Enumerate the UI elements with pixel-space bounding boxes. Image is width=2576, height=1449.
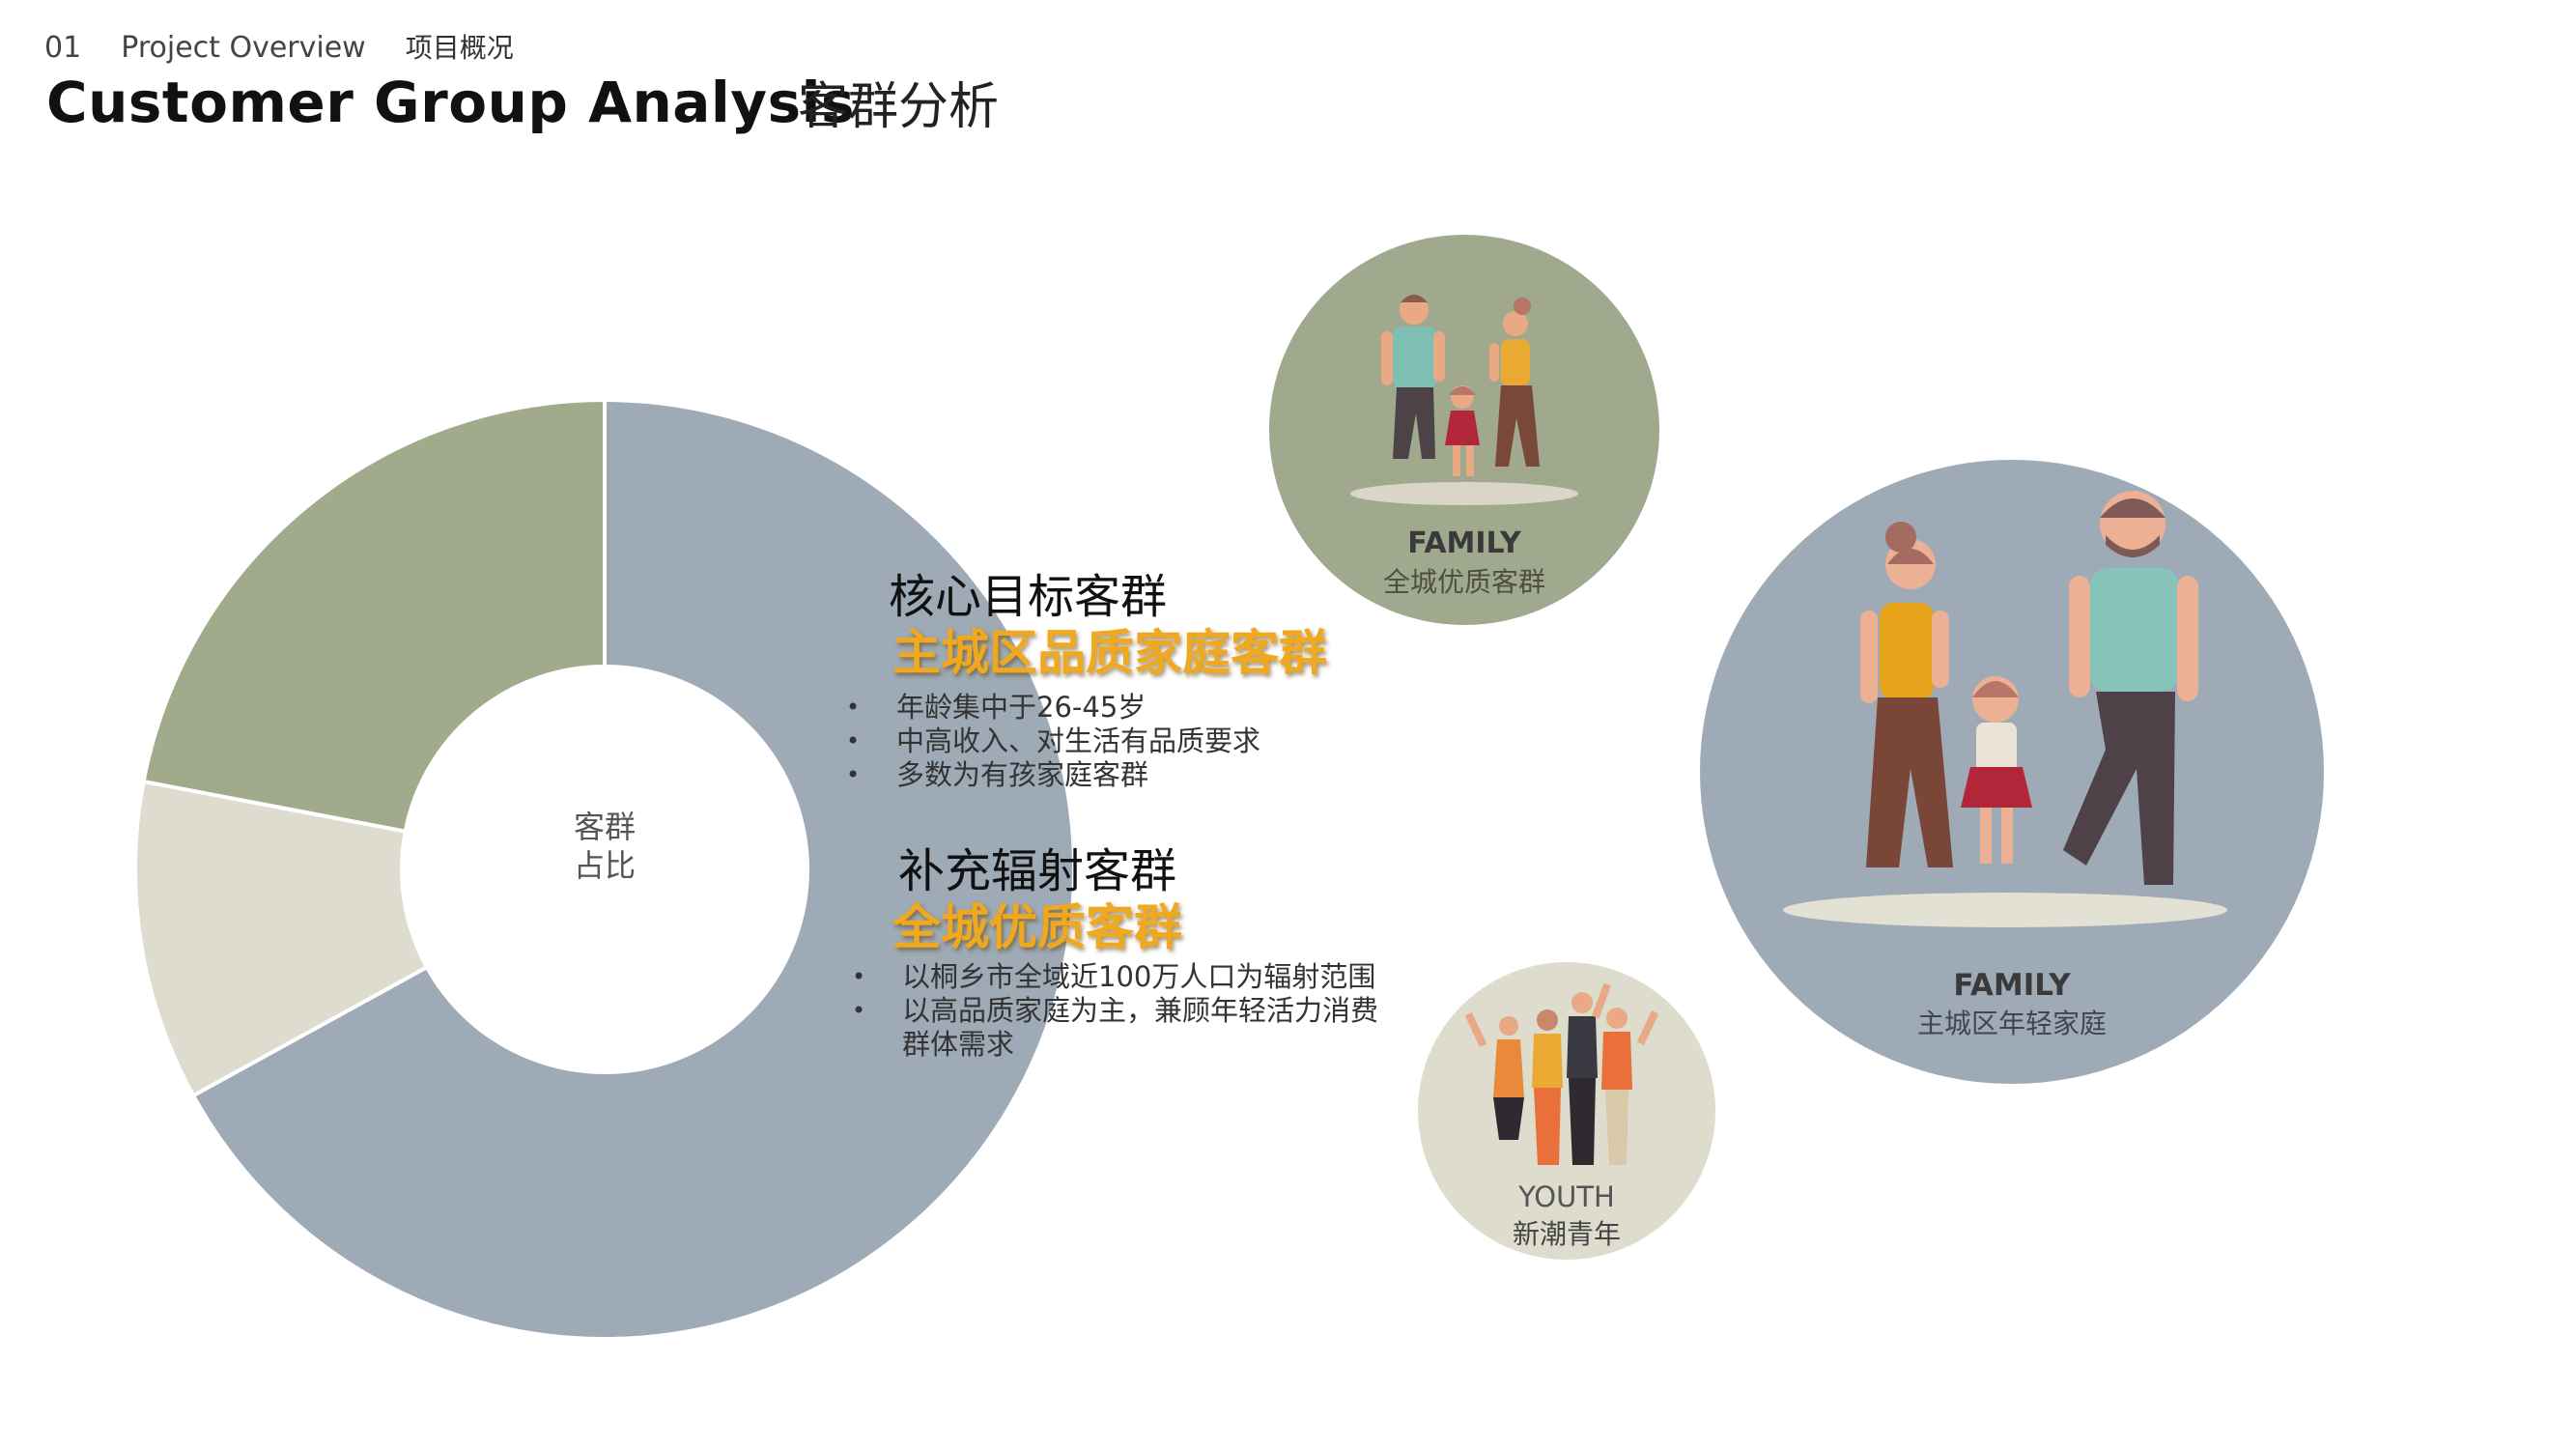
section-name-cn: 项目概况 xyxy=(405,32,514,64)
persona-youth: YOUTH 新潮青年 xyxy=(1418,962,1715,1260)
core-group-bullets: 年龄集中于26-45岁 中高收入、对生活有品质要求 多数为有孩家庭客群 xyxy=(846,691,1399,792)
core-group-highlight: 主城区品质家庭客群 xyxy=(892,625,1327,681)
family-illustration-icon xyxy=(1783,491,2227,927)
donut-slice-2 xyxy=(133,779,430,1098)
persona-label-en: YOUTH xyxy=(1518,1180,1615,1213)
persona-family-urban: FAMILY 主城区年轻家庭 xyxy=(1700,460,2324,1084)
donut-center-label: 客群 占比 xyxy=(510,808,699,885)
list-item: 中高收入、对生活有品质要求 xyxy=(846,724,1399,758)
donut-center-line2: 占比 xyxy=(573,847,636,884)
supplementary-group-heading: 补充辐射客群 xyxy=(898,844,1177,898)
persona-family-citywide: FAMILY 全城优质客群 xyxy=(1269,235,1659,625)
family-illustration-icon xyxy=(1350,295,1578,505)
supplementary-group-bullets: 以桐乡市全域近100万人口为辐射范围 以高品质家庭为主，兼顾年轻活力消费群体需求 xyxy=(852,960,1385,1062)
youth-group-illustration-icon xyxy=(1464,982,1659,1165)
persona-label-en: FAMILY xyxy=(1407,526,1521,560)
page-title-cn: 客群分析 xyxy=(798,78,1000,136)
section-number: 01 xyxy=(44,31,82,65)
core-group-heading: 核心目标客群 xyxy=(889,570,1168,624)
section-name-en: Project Overview xyxy=(121,31,366,65)
persona-label-cn: 主城区年轻家庭 xyxy=(1916,1008,2107,1039)
donut-slice-1 xyxy=(190,397,1076,1341)
persona-label-cn: 新潮青年 xyxy=(1512,1218,1621,1250)
list-item: 多数为有孩家庭客群 xyxy=(846,758,1399,792)
page-title: Customer Group Analysis xyxy=(46,70,856,135)
donut-center-line1: 客群 xyxy=(573,809,636,845)
donut-slice-3 xyxy=(141,397,607,834)
supplementary-group-highlight: 全城优质客群 xyxy=(892,899,1182,955)
list-item: 以桐乡市全域近100万人口为辐射范围 xyxy=(852,960,1385,994)
section-kicker: 01 Project Overview 项目概况 xyxy=(44,27,514,66)
list-item: 以高品质家庭为主，兼顾年轻活力消费群体需求 xyxy=(852,994,1385,1062)
persona-label-en: FAMILY xyxy=(1953,968,2071,1003)
list-item: 年龄集中于26-45岁 xyxy=(846,691,1399,724)
persona-label-cn: 全城优质客群 xyxy=(1382,566,1545,598)
